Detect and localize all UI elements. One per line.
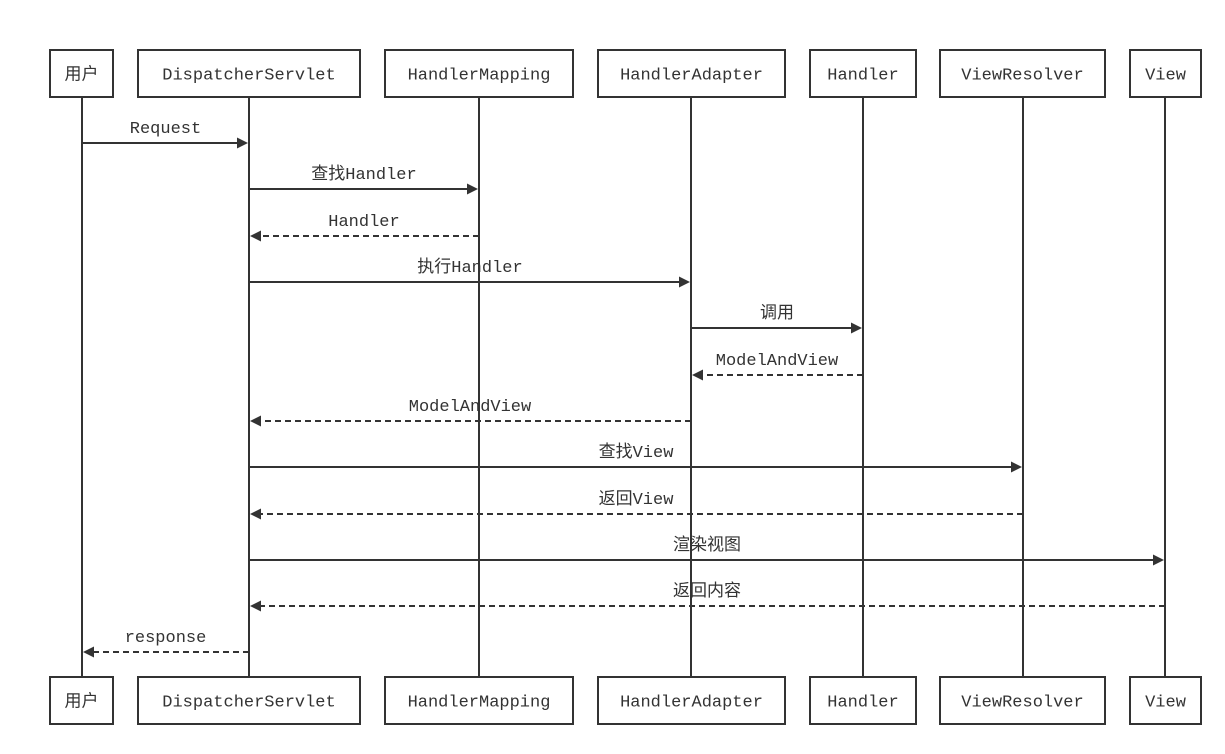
message-label: 查找View [599, 442, 675, 463]
arrowhead-icon [851, 322, 862, 334]
message-label: 渲染视图 [673, 535, 741, 556]
message-label: Handler [328, 213, 399, 232]
participant-user-top: 用户 [49, 49, 114, 98]
arrowhead-icon [250, 600, 261, 612]
participant-handler-bottom: Handler [809, 676, 917, 725]
message-5: 调用 [691, 303, 862, 334]
message-12: response [83, 629, 249, 658]
arrowhead-icon [1153, 554, 1164, 566]
message-1: Request [82, 120, 248, 149]
arrowhead-icon [1011, 461, 1022, 473]
message-10: 渲染视图 [249, 535, 1164, 566]
lifelines [81, 97, 1166, 677]
participant-label: HandlerAdapter [620, 67, 763, 86]
participant-label: ViewResolver [961, 694, 1083, 713]
message-label: response [125, 629, 207, 648]
arrowhead-icon [250, 415, 261, 427]
participant-label: 用户 [65, 65, 99, 86]
participant-mapping-top: HandlerMapping [384, 49, 574, 98]
message-label: 返回内容 [673, 581, 741, 602]
message-6: ModelAndView [692, 352, 863, 381]
participant-label: HandlerMapping [408, 67, 551, 86]
message-label: 返回View [599, 489, 675, 510]
participant-label: DispatcherServlet [162, 67, 335, 86]
arrowhead-icon [692, 369, 703, 381]
message-label: 查找Handler [311, 164, 416, 185]
message-3: Handler [250, 213, 479, 242]
message-label: ModelAndView [409, 398, 532, 417]
participant-label: Handler [827, 67, 898, 86]
message-label: 调用 [760, 303, 794, 324]
participant-view-bottom: View [1129, 676, 1202, 725]
participant-label: View [1145, 67, 1187, 86]
participant-label: ViewResolver [961, 67, 1083, 86]
arrowhead-icon [467, 183, 478, 195]
arrowhead-icon [679, 276, 690, 288]
participant-mapping-bottom: HandlerMapping [384, 676, 574, 725]
participant-boxes: 用户用户DispatcherServletDispatcherServletHa… [49, 49, 1202, 725]
message-11: 返回内容 [250, 581, 1165, 612]
participant-resolver-top: ViewResolver [939, 49, 1106, 98]
arrowhead-icon [237, 137, 248, 149]
message-label: Request [130, 120, 201, 139]
arrowhead-icon [83, 646, 94, 658]
participant-label: 用户 [65, 692, 99, 713]
participant-user-bottom: 用户 [49, 676, 114, 725]
participant-label: HandlerAdapter [620, 694, 763, 713]
arrowhead-icon [250, 508, 261, 520]
participant-label: DispatcherServlet [162, 694, 335, 713]
message-4: 执行Handler [249, 257, 690, 288]
message-9: 返回View [250, 489, 1023, 520]
participant-resolver-bottom: ViewResolver [939, 676, 1106, 725]
message-2: 查找Handler [249, 164, 478, 195]
arrowhead-icon [250, 230, 261, 242]
message-8: 查找View [249, 442, 1022, 473]
message-7: ModelAndView [250, 398, 691, 427]
participant-dispatcher-top: DispatcherServlet [137, 49, 361, 98]
message-label: 执行Handler [417, 257, 522, 278]
participant-label: View [1145, 694, 1187, 713]
participant-label: HandlerMapping [408, 694, 551, 713]
participant-handler-top: Handler [809, 49, 917, 98]
participant-view-top: View [1129, 49, 1202, 98]
message-label: ModelAndView [716, 352, 839, 371]
participant-adapter-bottom: HandlerAdapter [597, 676, 786, 725]
participant-label: Handler [827, 694, 898, 713]
participant-dispatcher-bottom: DispatcherServlet [137, 676, 361, 725]
participant-adapter-top: HandlerAdapter [597, 49, 786, 98]
